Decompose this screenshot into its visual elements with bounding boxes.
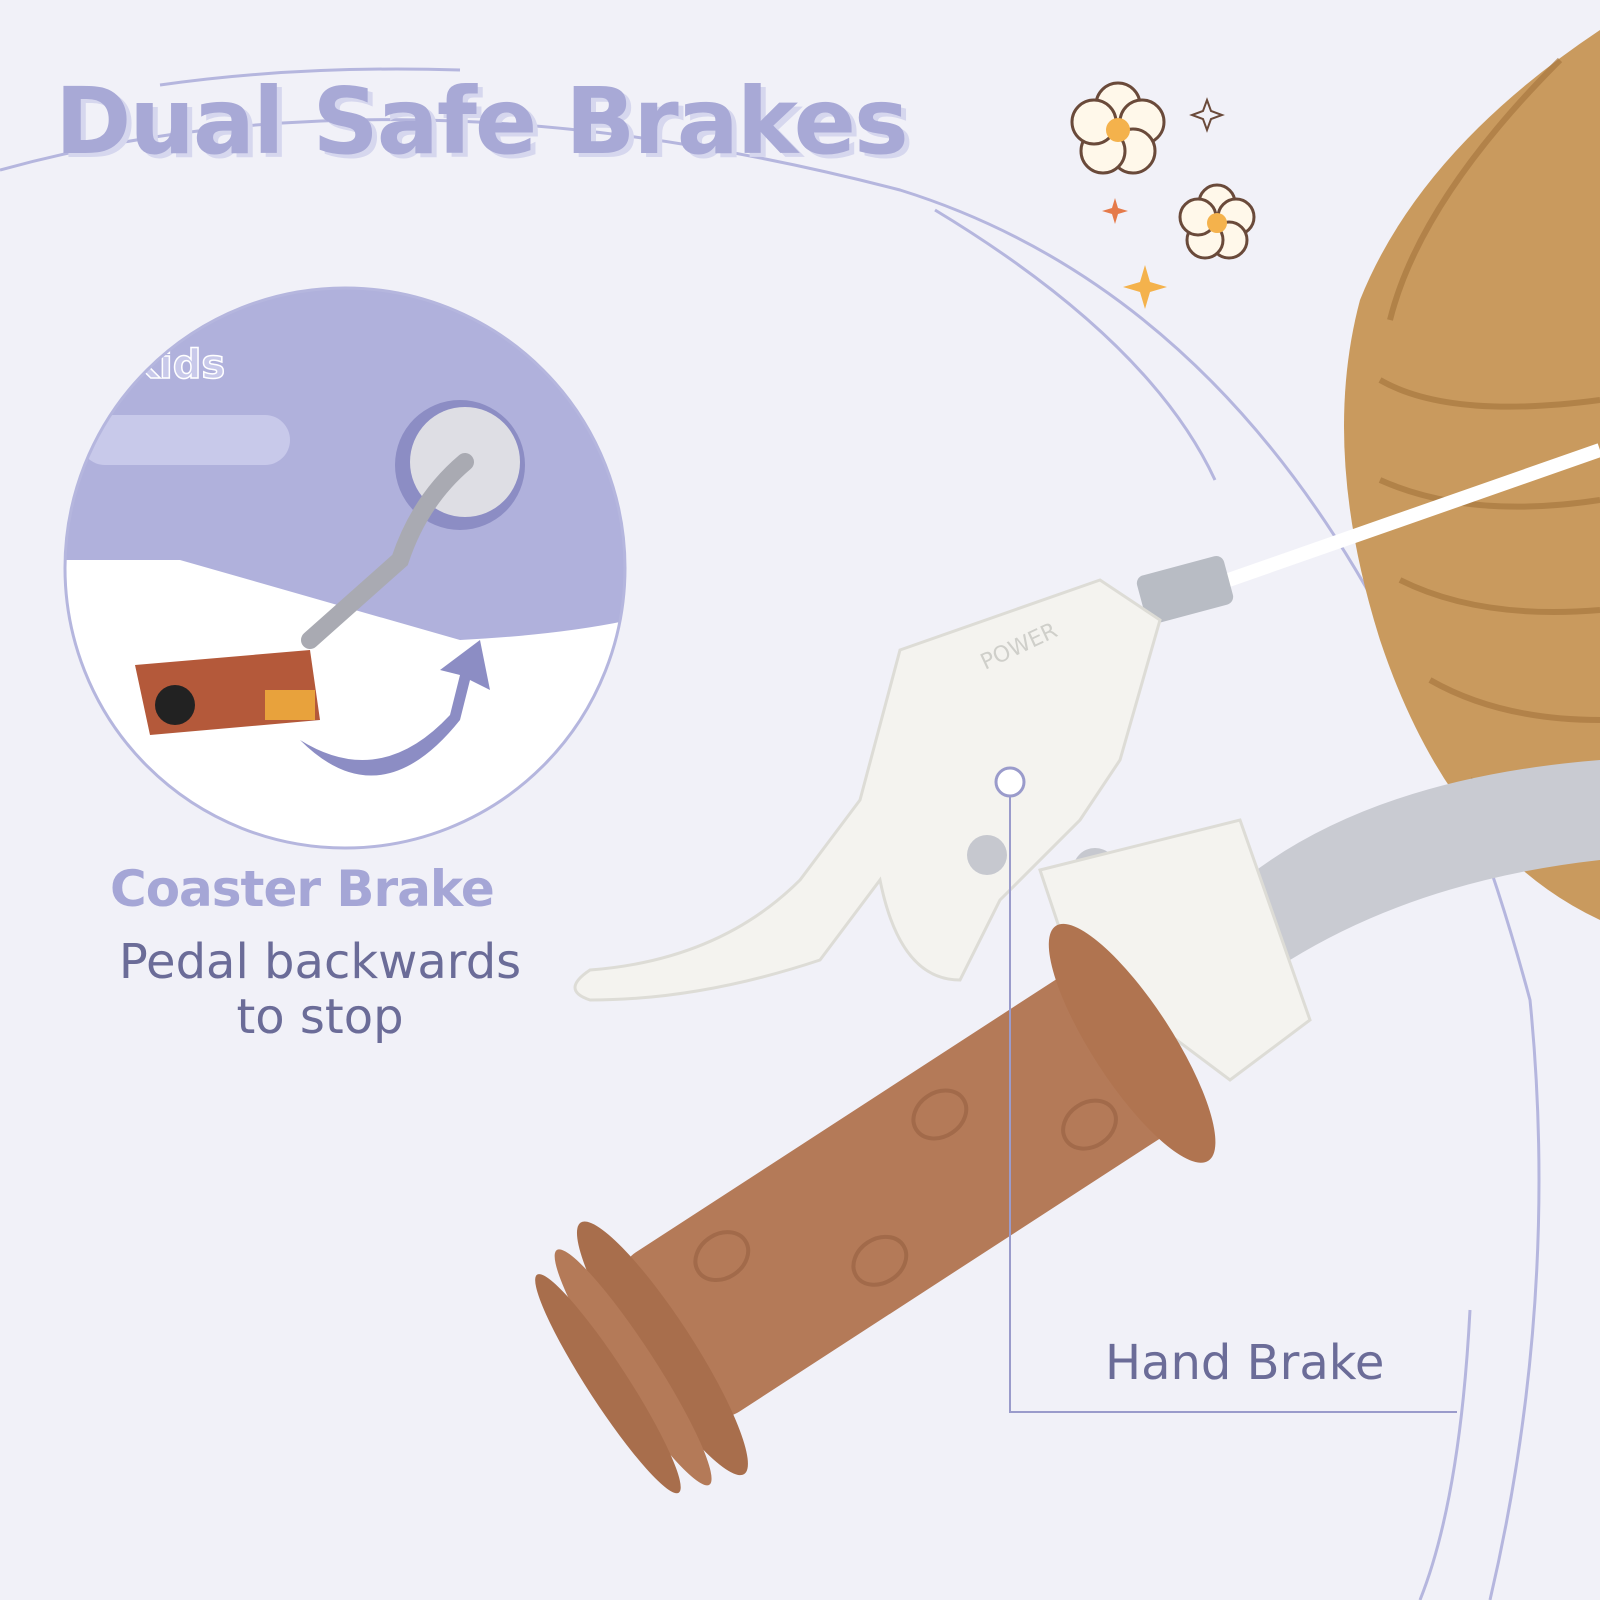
page-title: Dual Safe Brakes <box>55 68 909 175</box>
sparkle-icon <box>1102 97 1225 309</box>
cable-adjuster <box>1136 556 1234 624</box>
hand-brake-callout <box>994 766 1457 1413</box>
coaster-desc-line1: Pedal backwards <box>118 934 522 990</box>
coaster-brake-inset: Kids <box>65 288 625 848</box>
brake-cable <box>1197 443 1600 597</box>
decorative-arcs <box>0 67 1541 1600</box>
curved-arrow-icon <box>300 640 490 776</box>
logo-text: Kids <box>128 342 225 388</box>
handlebar <box>1220 760 1600 960</box>
hand-brake-label: Hand Brake <box>1105 1335 1385 1391</box>
handlebar-grip <box>535 923 1216 1494</box>
flower-icon <box>1070 81 1256 260</box>
coaster-desc-line2: to stop <box>236 989 404 1045</box>
coaster-brake-title: Coaster Brake <box>110 860 495 918</box>
coaster-brake-description: Pedal backwards to stop <box>95 935 545 1045</box>
